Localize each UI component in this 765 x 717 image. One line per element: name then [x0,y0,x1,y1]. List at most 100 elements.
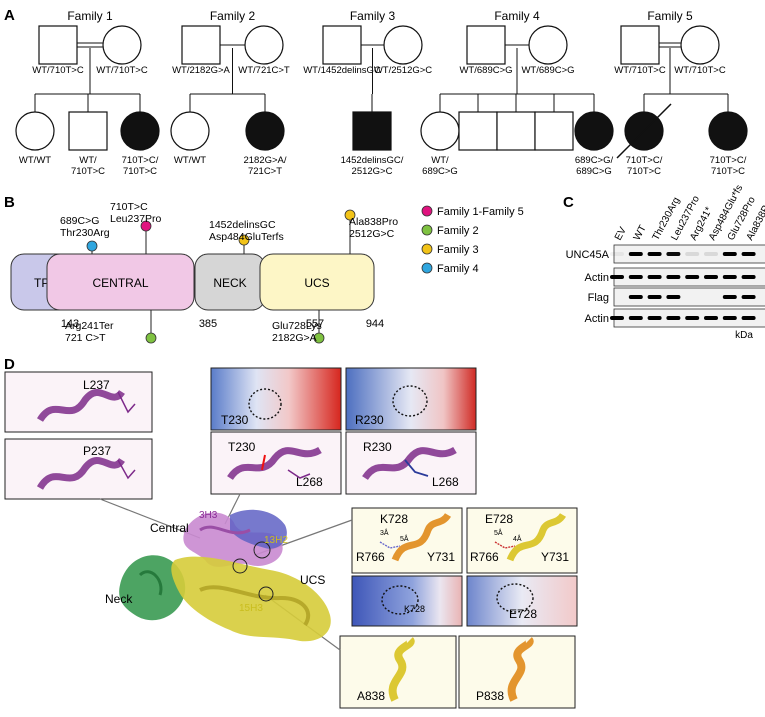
child-genotype: 710T>C [71,166,105,177]
label-y731-left: Y731 [427,550,455,564]
legend-swatch [421,224,433,236]
mother-genotype: WT/2512G>C [374,65,432,76]
blot-band [722,275,737,279]
inset-e728-surface: E728 [466,575,578,627]
legend-swatch [421,262,433,274]
lollipop-head [145,332,157,344]
blot-band [722,252,737,256]
inset-a838: A838 [339,635,457,709]
lollipop-head [86,240,98,252]
distance-1: 3Å [380,528,389,537]
domain-ucs [259,253,375,311]
blot-band [666,295,681,299]
blot-band [741,295,756,299]
family-title: Family 1 [67,9,113,23]
variant-label: 689C>G [60,215,99,227]
father-genotype: WT/1452delinsGC [303,65,381,76]
label-t230-cartoon: T230 [228,440,256,454]
blot-band [647,252,662,256]
blot-band [704,316,718,320]
panel-label-c: C [563,194,574,211]
family-title: Family 2 [210,9,256,23]
mother-genotype: WT/710T>C [674,65,726,76]
variant-label: Glu728Lys [272,320,322,332]
child-genotype: 710T>C [711,166,745,177]
child-genotype: 2512G>C [352,166,393,177]
blot-band [610,316,624,320]
row-label: Flag [588,292,609,304]
label-e728-surface: E728 [509,607,537,621]
inset-t230-cartoon: T230 L268 [210,431,342,495]
distance-2: 5Å [400,534,409,543]
child-genotype: 721C>T [248,166,282,177]
blot-band [722,295,737,299]
father-symbol [322,25,362,65]
label-r230-surface: R230 [355,413,384,427]
child-genotype: 689C>G [422,166,458,177]
legend-label: Family 2 [437,225,479,237]
child-symbol [708,111,748,151]
unit-label: kDa [735,330,753,341]
row-label: Actin [585,313,609,325]
father-symbol [620,25,660,65]
child-symbol [120,111,160,151]
legend-label: Family 4 [437,263,479,275]
label-r766-right: R766 [470,550,499,564]
variant-label: 2512G>C [349,228,395,240]
lane-label: WT [632,224,649,243]
child-symbol [534,111,574,151]
blot-band [666,275,681,279]
child-genotype: WT/ [431,155,449,166]
child-genotype: WT/WT [174,155,206,166]
legend-label: Family 1-Family 5 [437,206,524,218]
variant-label: Thr230Arg [60,227,110,239]
label-t230-surface: T230 [221,413,249,427]
label-y731-right: Y731 [541,550,569,564]
label-k728: K728 [380,512,408,526]
family-title: Family 4 [494,9,540,23]
blot-band [704,252,718,256]
panel-label-d: D [4,356,15,373]
lollipop-head [344,209,356,221]
father-genotype: WT/2182G>A [172,65,230,76]
domain-label-neck: NECK [213,276,246,290]
legend-label: Family 3 [437,244,479,256]
child-genotype: 710T>C/ [626,155,663,166]
mother-symbol [528,25,568,65]
family-3: Family 3WT/1452delinsGCWT/2512G>C1452del… [303,9,432,177]
child-genotype: 689C>G/ [575,155,614,166]
child-symbol [420,111,460,151]
label-r230-cartoon: R230 [363,440,392,454]
lollipop-head [140,220,152,232]
helix-label-3h3: 3H3 [199,510,218,521]
inset-k728-surface: K728 [351,575,463,627]
blot-band [610,275,624,279]
variant-label: Leu237Pro [110,213,162,225]
variant-label: 721 C>T [65,332,106,344]
mother-symbol [102,25,142,65]
inset-t230-surface: T230 [210,367,342,431]
blot-band [628,295,643,299]
inset-p838: P838 [458,635,576,709]
label-a838: A838 [357,689,385,703]
inset-k728: K728 R766 Y731 3Å 5Å [351,507,463,574]
child-genotype: WT/WT [19,155,51,166]
blot-band [628,275,643,279]
child-symbol [15,111,55,151]
blot-band [647,295,662,299]
inset-r230-surface: R230 [345,367,477,431]
blot-strip [613,287,765,307]
boundary-944: 944 [366,318,384,330]
panel-label-b: B [4,194,15,211]
label-e728: E728 [485,512,513,526]
blot-band [647,275,662,279]
child-genotype: 2182G>A/ [243,155,286,166]
distance-3: 5Å [494,528,503,537]
label-r766-left: R766 [356,550,385,564]
